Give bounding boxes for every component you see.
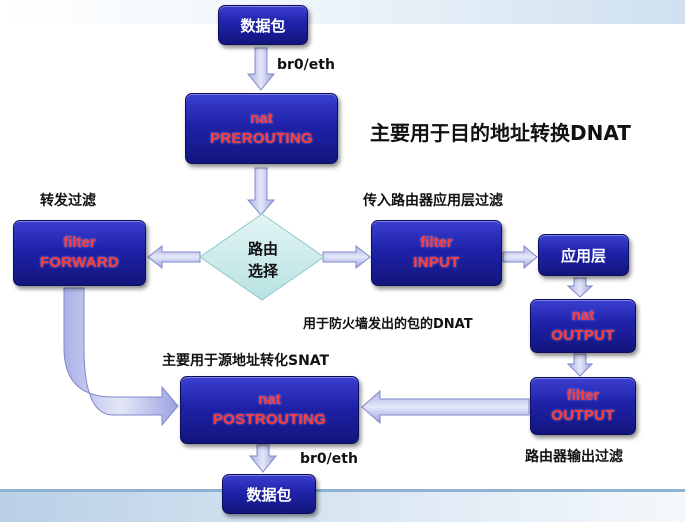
postrouting-table: nat [258,391,281,408]
arrow-input-to-applayer [502,244,538,270]
packet-in-node: 数据包 [218,5,308,45]
routing-decision-line1: 路由 [247,240,278,258]
forward-chain: FORWARD [39,254,120,271]
output-filter-node: filter OUTPUT [530,377,636,435]
arrow-applayer-to-output-nat [566,277,594,298]
arrow-packet-to-prerouting [246,47,276,91]
arrow-routing-to-forward [147,244,201,270]
forward-table: filter [63,234,96,251]
iface-out-label: br0/eth [300,451,358,467]
postrouting-chain: POSTROUTING [212,411,327,428]
postrouting-node: nat POSTROUTING [180,376,359,444]
forward-note: 转发过滤 [40,193,96,209]
prerouting-note: 主要用于目的地址转换DNAT [370,121,631,145]
routing-decision-text: 路由 选择 [223,238,303,282]
output-filter-table: filter [566,387,600,404]
output-filter-chain: OUTPUT [551,407,615,424]
input-note: 传入路由器应用层过滤 [363,193,503,209]
top-banner [0,0,685,24]
output-nat-node: nat OUTPUT [530,299,636,353]
output-nat-table: nat [571,307,595,324]
output-nat-chain: OUTPUT [551,327,615,344]
postrouting-note: 主要用于源地址转化SNAT [162,353,330,369]
arrow-output-filter-to-postrouting [361,389,530,425]
forward-node: filter FORWARD [13,220,146,286]
routing-decision-line2: 选择 [247,262,278,280]
arrow-forward-to-postrouting [63,287,179,427]
arrow-prerouting-to-routing [246,167,276,216]
routing-decision-diamond [199,213,325,301]
packet-out-label: 数据包 [246,486,292,504]
application-layer-node: 应用层 [538,234,629,276]
input-table: filter [420,234,453,251]
prerouting-node: nat PREROUTING [185,93,338,164]
application-layer-label: 应用层 [560,247,606,265]
input-chain: INPUT [413,254,460,271]
packet-out-node: 数据包 [222,474,316,514]
bottom-divider [0,489,685,492]
bottom-banner [0,492,685,522]
arrow-output-nat-to-output-filter [566,353,594,377]
prerouting-chain: PREROUTING [209,129,313,147]
input-node: filter INPUT [371,220,502,286]
prerouting-table: nat [250,109,273,127]
arrow-routing-to-input [322,244,371,270]
arrow-postrouting-to-packet [248,444,278,473]
output-filter-note: 路由器输出过滤 [525,449,623,465]
iface-in-label: br0/eth [277,57,335,73]
output-nat-note: 用于防火墙发出的包的DNAT [303,317,473,332]
packet-in-label: 数据包 [240,17,286,35]
